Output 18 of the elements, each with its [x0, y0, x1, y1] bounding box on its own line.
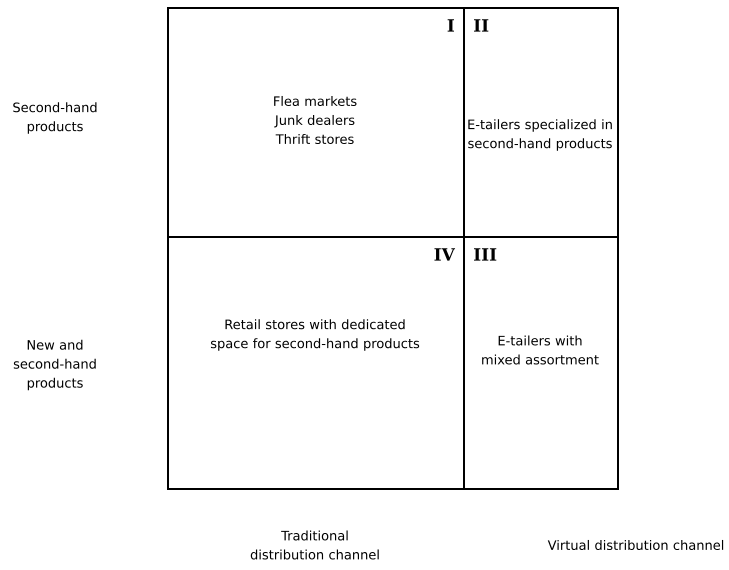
- quadrant-text: E-tailers specialized in second-hand products: [468, 119, 612, 151]
- quadrant-numeral: I: [448, 19, 454, 32]
- quadrant-numeral: III: [474, 248, 496, 261]
- quadrant-box: [167, 236, 465, 490]
- quadrant-text: E-tailers with mixed assortment: [482, 335, 599, 365]
- quadrant-text: Thrift stores: [276, 134, 354, 144]
- axis-label: Second-hand products: [13, 102, 96, 134]
- axis-label: Traditional distribution channel: [250, 530, 379, 560]
- axis-label: New and second-hand products: [14, 340, 96, 390]
- quadrant-text: Junk dealers: [274, 114, 354, 128]
- quadrant-box: [463, 7, 619, 238]
- axis-label: Virtual distribution channel: [548, 540, 724, 550]
- quadrant-text: Flea markets: [274, 96, 356, 106]
- quadrant-numeral: IV: [434, 248, 456, 261]
- quadrant-numeral: II: [474, 19, 488, 32]
- quadrant-box: [167, 7, 465, 238]
- quadrant-box: [463, 236, 619, 490]
- quadrant-text: Retail stores with dedicated space for second-hand products: [210, 319, 420, 351]
